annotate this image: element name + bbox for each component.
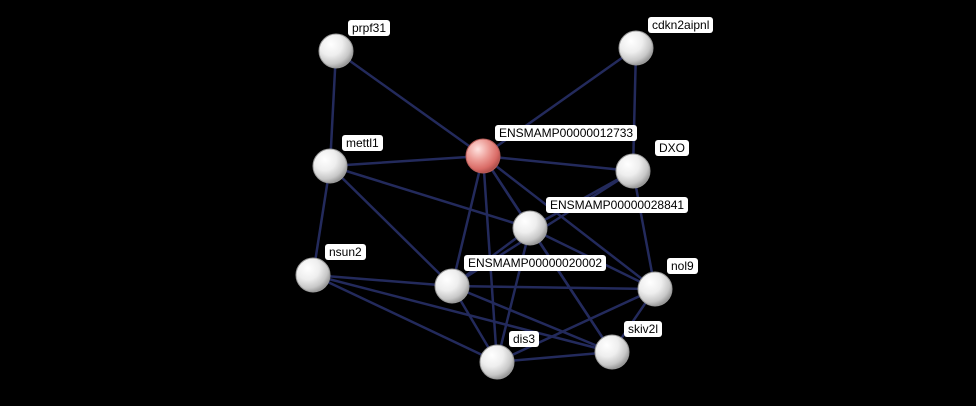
edge-cdkn2aipnl-DXO[interactable] [631,46,638,173]
edge-prpf31-mettl1[interactable] [328,49,338,168]
protein-label-ENSMAMP00000020002: ENSMAMP00000020002 [464,255,607,271]
protein-label-nsun2: nsun2 [325,244,366,260]
edge-mettl1-ENSMAMP00000028841[interactable] [328,164,532,230]
edge-nsun2-skiv2l[interactable] [311,273,614,354]
edge-mettl1-ENSMAMP00000020002[interactable] [328,164,454,288]
protein-node-ENSMAMP00000028841[interactable] [512,210,548,246]
edge-DXO-nol9[interactable] [631,169,657,291]
edge-nol9-dis3[interactable] [495,287,657,364]
protein-node-cdkn2aipnl[interactable] [618,30,654,66]
protein-node-DXO[interactable] [615,153,651,189]
edge-ENSMAMP00000012733-ENSMAMP00000020002[interactable] [450,154,485,288]
protein-label-DXO: DXO [655,140,690,156]
edge-ENSMAMP00000028841-dis3[interactable] [495,226,532,364]
edge-mettl1-nsun2[interactable] [311,164,332,277]
protein-node-ENSMAMP00000020002[interactable] [434,268,470,304]
protein-node-skiv2l[interactable] [594,334,630,370]
protein-node-prpf31[interactable] [318,33,354,69]
protein-node-ENSMAMP00000012733[interactable] [465,138,501,174]
edge-ENSMAMP00000028841-skiv2l[interactable] [528,226,614,354]
edge-nsun2-ENSMAMP00000020002[interactable] [311,273,454,288]
protein-node-dis3[interactable] [479,344,515,380]
protein-label-dis3: dis3 [509,331,540,347]
edge-dis3-skiv2l[interactable] [495,350,614,364]
protein-node-nsun2[interactable] [295,257,331,293]
edge-ENSMAMP00000012733-nol9[interactable] [481,154,657,291]
protein-label-ENSMAMP00000028841: ENSMAMP00000028841 [546,197,689,213]
edge-prpf31-ENSMAMP00000012733[interactable] [334,49,485,158]
protein-label-nol9: nol9 [667,258,698,274]
protein-node-mettl1[interactable] [312,148,348,184]
nodes-layer [295,30,673,380]
protein-label-mettl1: mettl1 [342,135,383,151]
edge-mettl1-ENSMAMP00000012733[interactable] [328,154,485,168]
protein-label-skiv2l: skiv2l [624,321,663,337]
protein-label-ENSMAMP00000012733: ENSMAMP00000012733 [495,125,638,141]
edge-nsun2-dis3[interactable] [311,273,499,364]
protein-label-prpf31: prpf31 [348,20,391,36]
edge-ENSMAMP00000020002-skiv2l[interactable] [450,284,614,354]
edge-ENSMAMP00000020002-nol9[interactable] [450,284,657,291]
protein-node-nol9[interactable] [637,271,673,307]
edge-ENSMAMP00000012733-DXO[interactable] [481,154,635,173]
protein-label-cdkn2aipnl: cdkn2aipnl [648,17,714,33]
